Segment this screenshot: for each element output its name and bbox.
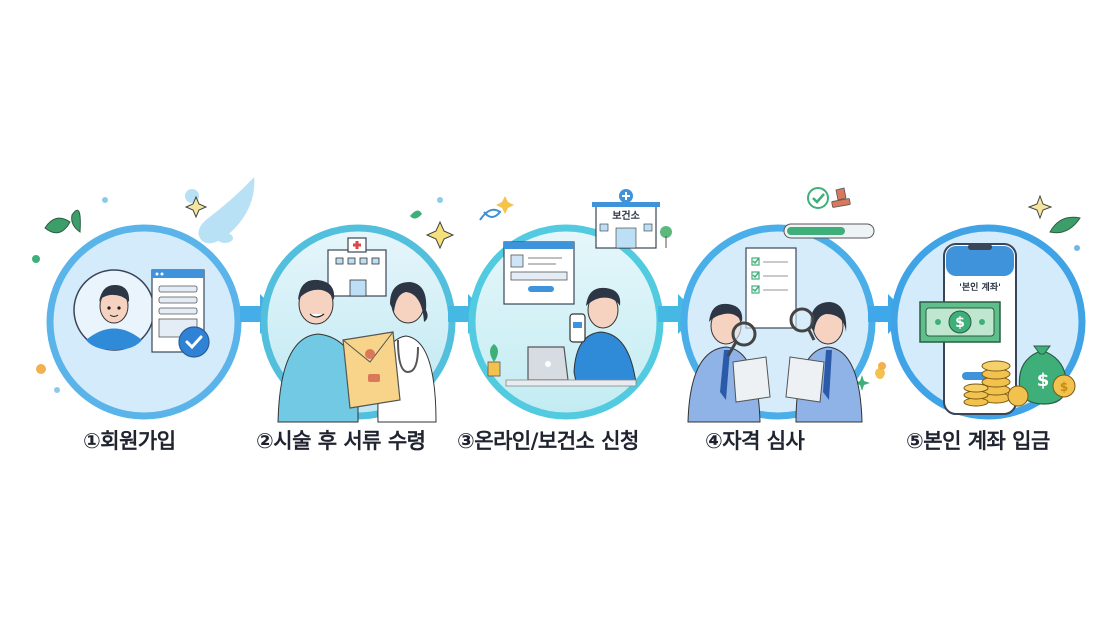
magnifying-glass-icon xyxy=(726,321,757,357)
step-2-label: ②시술 후 서류 수령 xyxy=(256,429,426,453)
dot xyxy=(32,255,40,263)
leaf-icon xyxy=(1049,216,1081,234)
dot xyxy=(437,197,443,203)
user-avatar-icon xyxy=(73,269,155,351)
swirl-icon xyxy=(479,208,502,221)
step-1 xyxy=(44,222,244,422)
dot xyxy=(54,387,60,393)
health-center-sign: 보건소 xyxy=(612,209,640,222)
paper-icon xyxy=(732,356,825,403)
step-2 xyxy=(258,222,458,423)
coin-icon: $ xyxy=(1007,374,1076,407)
sparkle-icon xyxy=(184,195,208,219)
water-drop-icon xyxy=(198,177,255,244)
approved-check-icon xyxy=(807,187,829,209)
checklist-icon xyxy=(745,247,797,329)
sparkle-icon xyxy=(425,220,455,250)
plant-icon xyxy=(487,344,501,377)
step-2-circle xyxy=(260,224,456,423)
step-5-circle: '본인 계좌' $ $ xyxy=(890,224,1086,420)
progress-bar xyxy=(783,223,875,239)
svg-text:$: $ xyxy=(1060,380,1068,394)
check-badge-icon xyxy=(178,326,210,358)
applicant-person-icon xyxy=(573,287,637,383)
review-status-decor xyxy=(783,187,875,239)
dot xyxy=(36,364,46,374)
smartphone-icon xyxy=(569,313,586,343)
signup-web-form-icon xyxy=(503,241,575,305)
svg-text:$: $ xyxy=(955,315,965,331)
step-4-circle xyxy=(680,224,876,423)
water-droplet-small xyxy=(217,233,233,243)
step-4 xyxy=(678,187,878,423)
magnifying-glass-icon xyxy=(789,307,816,341)
step-3: 보건소 xyxy=(466,189,672,422)
patient-person-icon xyxy=(277,279,359,423)
cash-bill-icon: $ xyxy=(919,301,1001,343)
leaf-icon xyxy=(71,209,81,233)
dot xyxy=(876,371,884,379)
sparkle-icon xyxy=(1027,194,1053,220)
dot xyxy=(878,362,886,370)
step-1-circle xyxy=(46,224,242,420)
health-center-building-icon: 보건소 xyxy=(592,189,672,249)
document-envelope-icon xyxy=(342,331,401,409)
step-3-circle xyxy=(468,224,664,420)
step-5-label: ⑤본인 계좌 입금 xyxy=(906,429,1050,453)
step-5: '본인 계좌' $ $ xyxy=(888,222,1088,422)
coin-stack-icon xyxy=(963,360,1011,407)
leaf-icon xyxy=(44,217,71,234)
step-4-label: ④자격 심사 xyxy=(705,429,805,453)
dot xyxy=(1074,245,1080,251)
leaf-icon xyxy=(410,210,422,219)
stamp-icon xyxy=(831,187,851,208)
svg-text:$: $ xyxy=(1037,370,1050,391)
sparkle-icon xyxy=(496,196,514,214)
sparkle-icon xyxy=(854,375,870,391)
step-3-label: ③온라인/보건소 신청 xyxy=(457,429,639,453)
dot xyxy=(102,197,108,203)
hospital-icon xyxy=(327,237,387,297)
step-1-label: ①회원가입 xyxy=(83,429,176,453)
phone-account-text: '본인 계좌' xyxy=(959,281,1001,293)
laptop-icon xyxy=(505,346,637,387)
